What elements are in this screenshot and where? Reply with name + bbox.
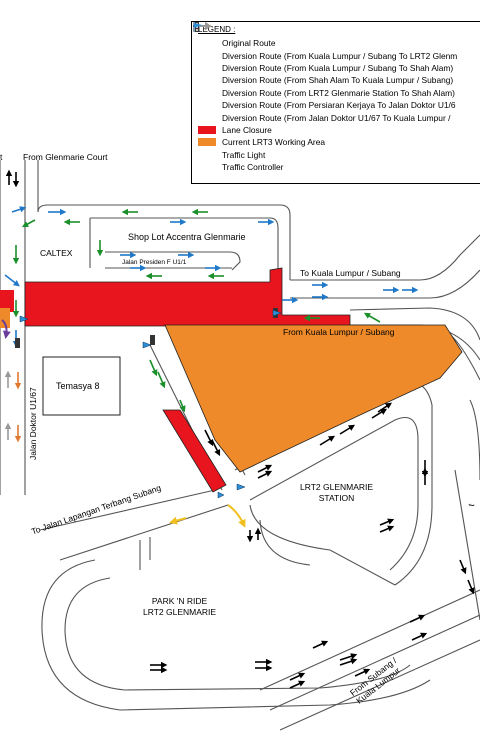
yellow-diversion-arrows	[169, 504, 246, 528]
legend-item: Current LRT3 Working Area	[198, 136, 480, 148]
legend-item: Original Route	[193, 22, 480, 49]
purple-diversion-arrow	[1, 319, 11, 339]
legend-item: Diversion Route (From Shah Alam To Kuala…	[193, 22, 480, 86]
lrt3-working-area	[164, 324, 463, 473]
label-lrt2-station: LRT2 GLENMARIE STATION	[300, 482, 374, 503]
legend-item-label: Traffic Light	[222, 149, 266, 160]
label-glenmarie-court: From Glenmarie Court	[23, 152, 108, 162]
label-cut-t: t	[0, 152, 3, 162]
temasya-building	[42, 356, 121, 416]
legend-item: Lane Closure	[198, 124, 480, 136]
legend-item-label: Current LRT3 Working Area	[222, 137, 326, 148]
legend-item-label: Diversion Route (From Kuala Lumpur / Sub…	[222, 62, 454, 73]
area-swatch-icon	[198, 138, 220, 147]
legend-item: Diversion Route (From LRT2 Glenmarie Sta…	[193, 22, 480, 99]
label-to-kl-subang: To Kuala Lumpur / Subang	[300, 268, 401, 278]
legend-item: Traffic Light	[195, 22, 480, 161]
label-shop-lot: Shop Lot Accentra Glenmarie	[128, 232, 246, 242]
area-swatch-icon	[198, 125, 220, 134]
label-park-n-ride: PARK 'N RIDE LRT2 GLENMARIE	[143, 596, 217, 617]
label-caltex: CALTEX	[40, 248, 73, 258]
label-jalan-doktor: Jalan Doktor U1/67	[28, 387, 38, 460]
legend-item-label: Diversion Route (From Jalan Doktor U1/67…	[222, 112, 451, 123]
traffic-controllers	[19, 309, 282, 499]
legend-item-label: Diversion Route (From LRT2 Glenmarie Sta…	[222, 87, 455, 98]
legend-item-label: Traffic Controller	[222, 162, 284, 173]
lane-closure-left	[0, 290, 14, 312]
legend-item: Diversion Route (From Jalan Doktor U1/67…	[193, 22, 480, 123]
blue-diversion-arrows	[4, 206, 419, 348]
working-area-left	[0, 308, 10, 328]
legend-item: Diversion Route (From Persiaran Kerjaya …	[193, 22, 480, 111]
legend-item: Diversion Route (From Kuala Lumpur / Sub…	[193, 22, 480, 74]
legend-item-label: Diversion Route (From Kuala Lumpur / Sub…	[222, 50, 458, 61]
green-diversion-arrows	[12, 208, 381, 413]
legend-item-label: Lane Closure	[222, 124, 272, 135]
legend-item-label: Diversion Route (From Shah Alam To Kuala…	[222, 75, 454, 86]
label-from-kl-subang: From Kuala Lumpur / Subang	[283, 327, 395, 337]
legend-item-label: Diversion Route (From Persiaran Kerjaya …	[222, 100, 456, 111]
legend-item: Diversion Route (From Kuala Lumpur / Sub…	[193, 22, 480, 61]
legend-item: Traffic Controller	[193, 22, 480, 173]
lane-closure-diagonal	[162, 409, 227, 493]
label-jalan-presiden: Jalan Presiden F U1/1	[122, 259, 187, 266]
legend-item-label: Original Route	[222, 38, 276, 49]
legend-title: LEGEND :	[198, 25, 236, 34]
label-temasya: Temasya 8	[56, 381, 100, 391]
original-route-arrows	[5, 169, 475, 689]
